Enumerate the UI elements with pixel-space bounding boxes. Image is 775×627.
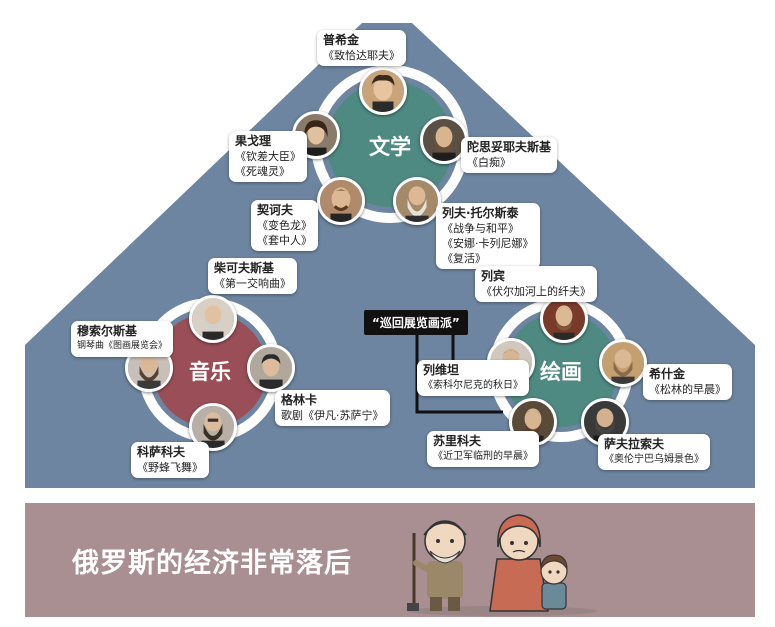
work-shishkin-0: 《松林的早晨》 (649, 383, 726, 396)
name-shishkin: 希什金 (649, 367, 686, 381)
shishkin-portrait (599, 339, 647, 387)
work-mussorgsky-0: 钢琴曲《图画展览会》 (77, 341, 168, 351)
name-repin: 列宾 (481, 269, 506, 283)
korsakov-portrait (189, 403, 237, 451)
work-chekhov-0: 《变色龙》 (257, 219, 312, 232)
label-levitan: 列维坦 《索科尔尼克的秋日》 (417, 360, 529, 396)
name-savrasov: 萨夫拉索夫 (604, 437, 665, 451)
tolstoy-portrait (393, 177, 441, 225)
work-gogol-0: 《钦差大臣》 (235, 150, 301, 163)
work-gogol-1: 《死魂灵》 (235, 165, 290, 178)
dostoevsky-portrait (420, 116, 468, 164)
glinka-portrait (247, 344, 295, 392)
bottom-caption: 俄罗斯的经济非常落后 (72, 548, 352, 579)
repin-portrait (540, 295, 588, 343)
label-chekhov: 契诃夫 《变色龙》 《套中人》 (251, 200, 318, 251)
name-pushkin: 普希金 (323, 33, 360, 47)
label-savrasov: 萨夫拉索夫 《奥伦宁巴乌姆景色》 (598, 434, 710, 470)
work-chekhov-1: 《套中人》 (257, 234, 312, 247)
name-tchaikovsky: 柴可夫斯基 (214, 261, 275, 275)
painting-title: 绘画 (540, 360, 582, 384)
work-savrasov-0: 《奥伦宁巴乌姆景色》 (604, 454, 704, 465)
music-circle (153, 313, 267, 427)
name-surikov: 苏里科夫 (433, 434, 482, 448)
pushkin-portrait (359, 67, 407, 115)
label-shishkin: 希什金 《松林的早晨》 (643, 364, 732, 400)
work-repin-0: 《伏尔加河上的纤夫》 (481, 285, 591, 298)
school-label: “巡回展览画派” (364, 310, 468, 335)
music-title: 音乐 (189, 360, 231, 384)
literature-title: 文学 (369, 135, 411, 159)
father-figure (407, 520, 467, 611)
name-glinka: 格林卡 (281, 393, 318, 407)
chekhov-portrait (317, 177, 365, 225)
tchaikovsky-portrait (189, 295, 237, 343)
work-tolstoy-0: 《战争与和平》 (442, 222, 519, 235)
name-tolstoy: 列夫·托尔斯泰 (442, 206, 519, 220)
poor-family-illustration (407, 514, 597, 616)
label-pushkin: 普希金 《致恰达耶夫》 (317, 30, 406, 66)
label-tchaikovsky: 柴可夫斯基 《第一交响曲》 (208, 258, 297, 294)
label-gogol: 果戈理 《钦差大臣》 《死魂灵》 (229, 131, 307, 182)
work-dostoevsky-0: 《白痴》 (467, 156, 511, 169)
label-repin: 列宾 《伏尔加河上的纤夫》 (475, 266, 597, 302)
child-figure (540, 554, 568, 610)
name-chekhov: 契诃夫 (257, 203, 294, 217)
name-korsakov: 科萨科夫 (137, 445, 186, 459)
name-levitan: 列维坦 (423, 363, 460, 377)
work-surikov-0: 《近卫军临刑的早晨》 (433, 451, 533, 462)
label-surikov: 苏里科夫 《近卫军临刑的早晨》 (427, 431, 539, 467)
name-gogol: 果戈理 (235, 134, 272, 148)
bottom-band (25, 503, 755, 617)
work-korsakov-0: 《野蜂飞舞》 (137, 461, 203, 474)
label-dostoevsky: 陀思妥耶夫斯基 《白痴》 (461, 137, 558, 173)
work-tchaikovsky-0: 《第一交响曲》 (214, 277, 291, 290)
work-glinka-0: 歌剧《伊凡·苏萨宁》 (281, 409, 384, 422)
mother-figure (489, 514, 549, 612)
label-mussorgsky: 穆索尔斯基 钢琴曲《图画展览会》 (71, 321, 174, 357)
work-tolstoy-2: 《复活》 (442, 252, 486, 265)
work-levitan-0: 《索科尔尼克的秋日》 (423, 380, 523, 391)
literature-circle (327, 81, 453, 207)
name-mussorgsky: 穆索尔斯基 (77, 324, 138, 338)
label-korsakov: 科萨科夫 《野蜂飞舞》 (131, 442, 209, 478)
name-dostoevsky: 陀思妥耶夫斯基 (467, 140, 552, 154)
label-glinka: 格林卡 歌剧《伊凡·苏萨宁》 (275, 390, 390, 426)
label-tolstoy: 列夫·托尔斯泰 《战争与和平》 《安娜·卡列尼娜》 《复活》 (436, 203, 540, 269)
work-tolstoy-1: 《安娜·卡列尼娜》 (442, 237, 534, 250)
work-pushkin-0: 《致恰达耶夫》 (323, 49, 400, 62)
